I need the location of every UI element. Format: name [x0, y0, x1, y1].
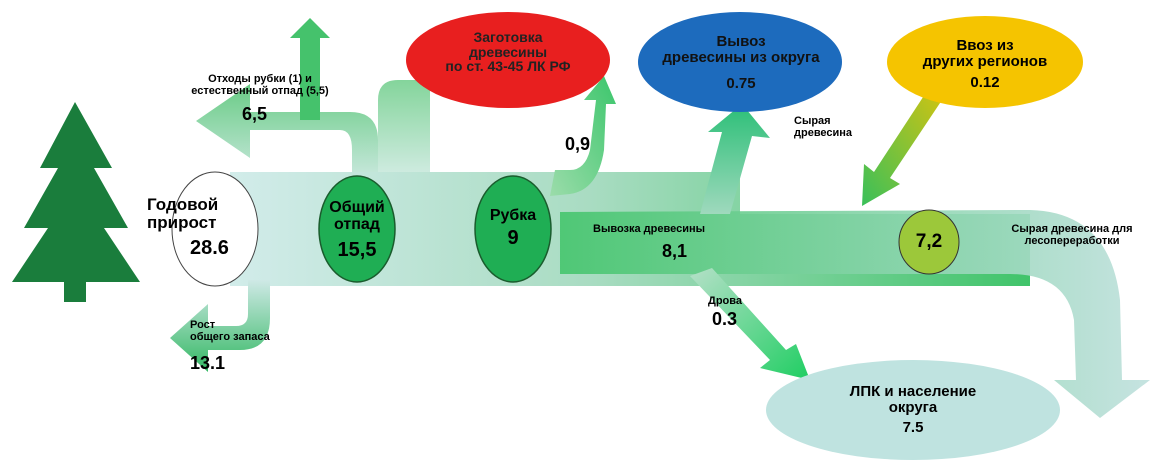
flow-stock-growth	[170, 280, 270, 372]
raw-wood-label: Сырая древесина	[794, 115, 853, 139]
felling-label: Рубка	[489, 207, 537, 224]
node-annual-growth	[171, 171, 259, 287]
node-industry	[766, 360, 1060, 460]
flow-waste-stem	[378, 80, 430, 192]
raw-processing-label: Сырая древесина для лесопереработки	[1011, 223, 1133, 247]
total-loss-label: Общий отпад	[329, 199, 385, 233]
node-import	[887, 16, 1083, 108]
annual-growth-label: Годовой прирост	[147, 195, 219, 232]
industry-label: ЛПК и население округа	[849, 383, 977, 416]
flow-firewood	[690, 268, 810, 380]
fir-tree-icon	[12, 102, 140, 302]
flow-export	[700, 104, 770, 214]
flow-right-band	[560, 210, 1150, 418]
flow-harvest	[550, 76, 616, 196]
annual-growth-value: 28.6	[190, 237, 229, 259]
waste-flow-label: Отходы рубки (1) и естественный отпад (5…	[191, 73, 329, 97]
removal-value: 8,1	[662, 241, 688, 261]
flow-waste-up	[290, 18, 330, 120]
waste-flow-value: 6,5	[242, 104, 268, 124]
node-total-loss	[318, 175, 396, 283]
export-label: Вывоз древесины из округа	[662, 33, 820, 66]
felling-value: 9	[507, 227, 519, 249]
raw-processing-value: 7,2	[915, 231, 943, 252]
export-value: 0.75	[726, 75, 756, 92]
removal-label: Вывозка древесины	[593, 223, 706, 235]
import-value: 0.12	[970, 74, 1000, 91]
stock-growth-value: 13.1	[190, 353, 226, 373]
import-label: Ввоз из других регионов	[922, 37, 1048, 70]
harvest-label: Заготовка древесины по ст. 43-45 ЛК РФ	[445, 29, 571, 75]
firewood-value: 0.3	[712, 309, 738, 329]
harvest-flow-value: 0,9	[565, 134, 591, 154]
node-harvest	[406, 12, 610, 108]
stock-growth-label: Рост общего запаса	[190, 319, 270, 343]
firewood-label: Дрова	[708, 295, 743, 307]
flow-waste-left	[196, 84, 378, 192]
total-loss-value: 15,5	[337, 239, 377, 261]
industry-value: 7.5	[902, 419, 924, 436]
node-raw-processing	[898, 209, 960, 275]
node-export	[638, 12, 842, 112]
node-felling	[474, 175, 552, 283]
